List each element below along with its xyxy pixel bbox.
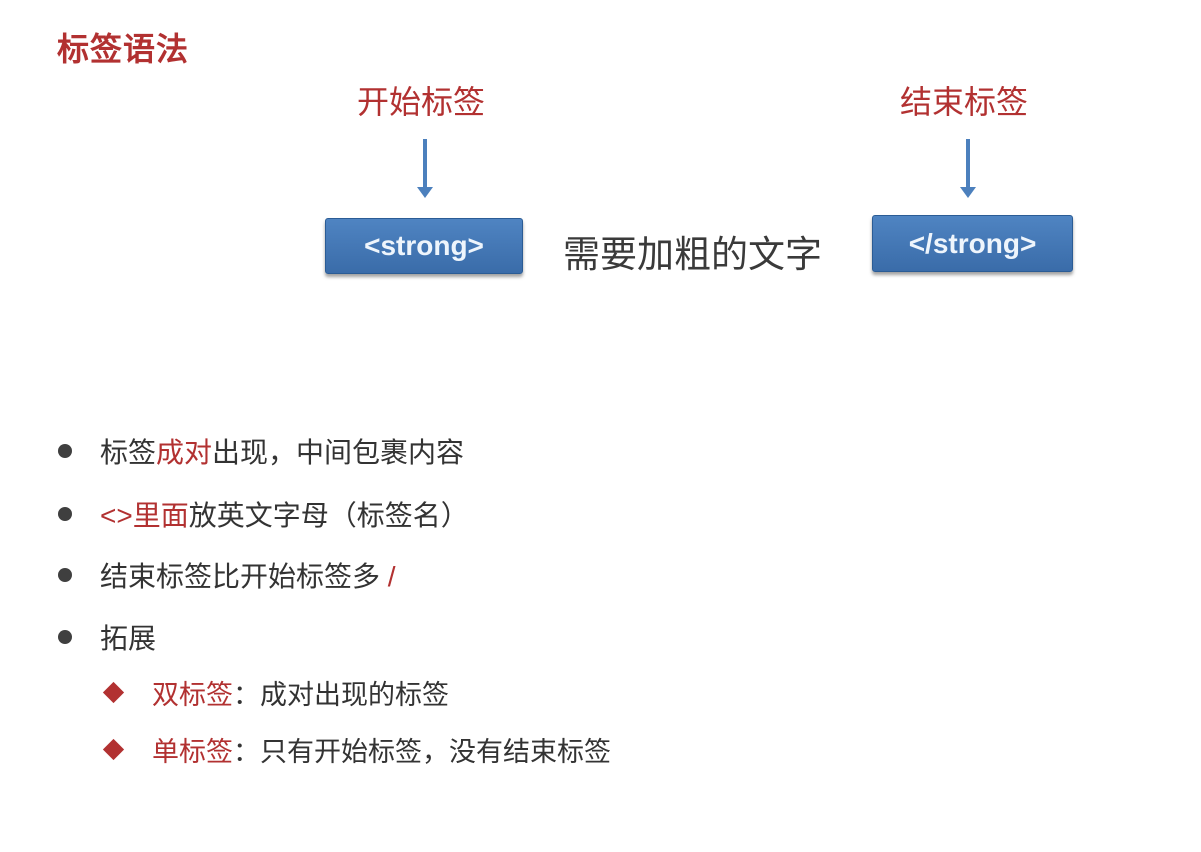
down-arrow-icon [966, 139, 970, 187]
text-run: ：成对出现的标签 [233, 680, 449, 710]
bullet-item: 标签成对出现，中间包裹内容 [58, 431, 464, 471]
bullet-text: <>里面放英文字母（标签名） [100, 494, 469, 534]
sub-bullet-item: 单标签：只有开始标签，没有结束标签 [102, 730, 611, 769]
text-run: 出现，中间包裹内容 [212, 437, 465, 468]
text-run: ：只有开始标签，没有结束标签 [233, 737, 611, 767]
sub-bullet-item: 双标签：成对出现的标签 [102, 673, 449, 712]
bullet-dot-icon [58, 568, 72, 582]
bullet-item: 结束标签比开始标签多 / [58, 555, 396, 595]
diamond-icon [102, 681, 125, 704]
text-run: 标签 [100, 437, 157, 468]
text-run: 结束标签比开始标签多 [100, 561, 381, 592]
middle-text: 需要加粗的文字 [563, 234, 822, 275]
bullet-dot-icon [58, 507, 72, 521]
text-run: 拓展 [100, 623, 157, 654]
close-tag-text: </strong> [908, 227, 1037, 259]
bullet-text: 标签成对出现，中间包裹内容 [100, 431, 464, 471]
text-run-emphasis: / [380, 561, 396, 592]
diamond-icon [102, 738, 125, 761]
bullet-item: <>里面放英文字母（标签名） [58, 494, 469, 534]
open-tag-text: <strong> [364, 230, 484, 261]
down-arrow-icon [423, 139, 427, 187]
text-run-emphasis: 成对 [156, 437, 213, 468]
page-title: 标签语法 [57, 31, 190, 67]
close-tag-box: </strong> [872, 215, 1073, 272]
bullet-dot-icon [58, 444, 72, 458]
bullet-text: 拓展 [100, 617, 156, 657]
text-run-emphasis: 双标签 [152, 680, 233, 710]
text-run-emphasis: <>里面 [100, 500, 189, 531]
end-tag-label: 结束标签 [900, 84, 1029, 120]
sub-bullet-text: 双标签：成对出现的标签 [152, 673, 449, 712]
bullet-text: 结束标签比开始标签多 / [100, 555, 396, 595]
text-run-emphasis: 单标签 [152, 737, 233, 767]
open-tag-box: <strong> [325, 218, 523, 274]
sub-bullet-text: 单标签：只有开始标签，没有结束标签 [152, 730, 611, 769]
text-run: 放英文字母（标签名） [188, 500, 469, 531]
bullet-item: 拓展 [58, 617, 156, 657]
bullet-dot-icon [58, 630, 72, 644]
start-tag-label: 开始标签 [357, 84, 486, 120]
